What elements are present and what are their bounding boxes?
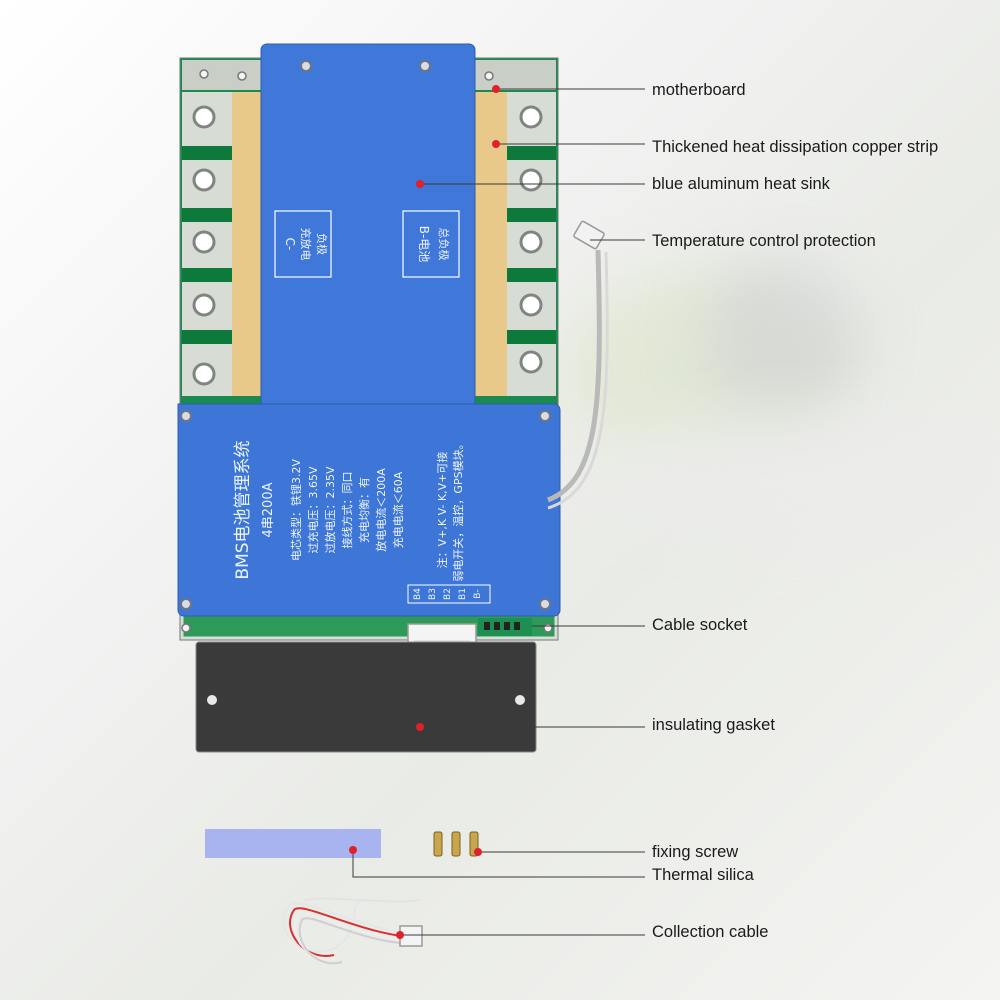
label-thermal-silica: Thermal silica — [652, 866, 754, 884]
b-minus-label: B-电池 — [417, 226, 431, 263]
bms-note-1: 注：V+,K V- K,V+可接 — [435, 452, 449, 569]
temperature-sensor — [547, 220, 609, 510]
collection-cable — [282, 897, 423, 965]
pin-label: B4 — [413, 588, 423, 600]
bms-spec-line: 过放电压：2.35V — [323, 466, 337, 553]
label-gasket: insulating gasket — [652, 716, 775, 734]
b-minus-label-2: 总负极 — [437, 228, 451, 261]
leader-dots — [349, 85, 500, 939]
bms-note-2: 弱电开关，温控，GPS模块。 — [451, 438, 465, 581]
mounting-holes — [181, 69, 553, 633]
label-collection-cable: Collection cable — [652, 923, 769, 941]
fixing-screws — [433, 831, 479, 857]
c-minus-label-3: 负极 — [315, 233, 329, 255]
pin-label: B- — [473, 589, 483, 598]
pin-label: B2 — [443, 588, 453, 600]
bms-spec-line: 充电均衡：有 — [357, 477, 371, 543]
label-temperature: Temperature control protection — [652, 232, 876, 250]
bms-spec-line: 接线方式：同口 — [340, 472, 354, 549]
bms-spec-line: 放电电流＜200A — [374, 468, 388, 552]
label-cable-socket: Cable socket — [652, 616, 748, 634]
background-blob — [700, 260, 860, 420]
pin-label: B3 — [428, 588, 438, 600]
label-copper-strip: Thickened heat dissipation copper strip — [652, 138, 939, 156]
terminal-holes — [192, 105, 543, 386]
bms-spec-line: 过充电压：3.65V — [306, 466, 320, 553]
bms-model: 4串200A — [261, 482, 276, 537]
label-heat-sink: blue aluminum heat sink — [652, 175, 830, 193]
bms-spec-line: 充电电流＜60A — [391, 471, 405, 548]
bms-title: BMS电池管理系统 — [233, 440, 253, 579]
c-minus-label: C- — [283, 238, 297, 251]
label-fixing-screw: fixing screw — [652, 843, 739, 861]
bms-spec-line: 电芯类型：铁锂3.2V — [289, 459, 303, 561]
blue-aluminum-heat-sink — [177, 43, 561, 617]
copper-strips — [232, 92, 507, 396]
background-blob — [600, 420, 1000, 540]
c-minus-label-2: 充放电 — [299, 228, 313, 261]
label-motherboard: motherboard — [652, 81, 746, 99]
pin-label: B1 — [458, 588, 468, 600]
insulating-gasket — [195, 641, 537, 753]
leader-lines — [352, 88, 645, 936]
